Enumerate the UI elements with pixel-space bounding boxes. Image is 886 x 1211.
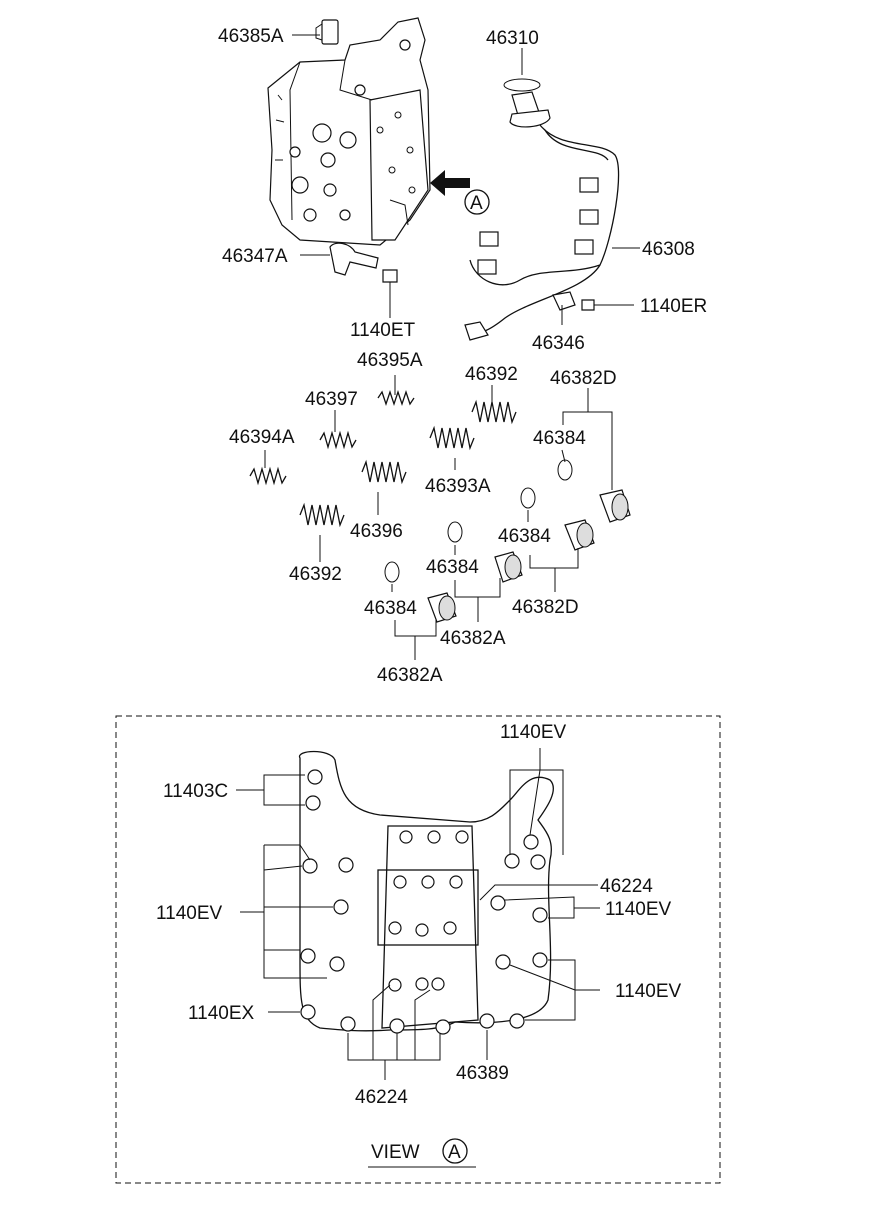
label-46224-bot: 46224: [355, 1087, 408, 1108]
label-46384-d: 46384: [364, 598, 417, 619]
label-46310: 46310: [486, 28, 539, 49]
label-46308: 46308: [642, 239, 695, 260]
arrow-callout-letter: A: [470, 193, 483, 214]
label-46224-right: 46224: [600, 876, 653, 897]
view-letter: A: [448, 1142, 461, 1163]
valve-plugs: [427, 489, 631, 623]
label-11403C: 11403C: [163, 781, 228, 802]
label-46382A-mid: 46382A: [440, 628, 506, 649]
label-1140ET: 1140ET: [350, 320, 416, 341]
label-46397: 46397: [305, 389, 358, 410]
label-46382A-bot: 46382A: [377, 665, 443, 686]
label-46385A: 46385A: [218, 26, 284, 47]
pipe-and-bolt: [329, 242, 398, 300]
label-1140EV-lower-right: 1140EV: [615, 981, 682, 1002]
label-46384-b: 46384: [498, 526, 551, 547]
label-46347A: 46347A: [222, 246, 288, 267]
view-letter-circle: [442, 1138, 468, 1164]
label-46392-top: 46392: [465, 364, 518, 385]
label-46389: 46389: [456, 1063, 509, 1084]
view-label: VIEW: [371, 1142, 420, 1163]
view-a-plate: [299, 750, 554, 1032]
label-1140ER: 1140ER: [640, 296, 707, 317]
label-1140EV-right: 1140EV: [605, 899, 672, 920]
label-46382D-top: 46382D: [550, 368, 617, 389]
label-1140EV-left: 1140EV: [156, 903, 223, 924]
view-arrow: A: [430, 170, 490, 215]
valve-body-assembly: [267, 17, 431, 246]
view-a-bolts: [300, 769, 548, 1035]
label-46395A: 46395A: [357, 350, 423, 371]
label-46384-a: 46384: [533, 428, 586, 449]
leader-lines-top: [264, 34, 640, 660]
view-frame: [115, 715, 721, 1184]
wire-harness: [464, 78, 620, 341]
label-46392-bot: 46392: [289, 564, 342, 585]
label-46396: 46396: [350, 521, 403, 542]
label-46382D-bot: 46382D: [512, 597, 579, 618]
leader-lines-view: [236, 748, 600, 1168]
label-46393A: 46393A: [425, 476, 491, 497]
springs: [249, 389, 517, 528]
label-46346: 46346: [532, 333, 585, 354]
label-46384-c: 46384: [426, 557, 479, 578]
label-1140EV-top: 1140EV: [500, 722, 567, 743]
part-labels: 46385A 46310 46308 46347A 1140ET 1140ER …: [156, 26, 707, 1164]
label-1140EX: 1140EX: [188, 1003, 255, 1024]
label-46394A: 46394A: [229, 427, 295, 448]
